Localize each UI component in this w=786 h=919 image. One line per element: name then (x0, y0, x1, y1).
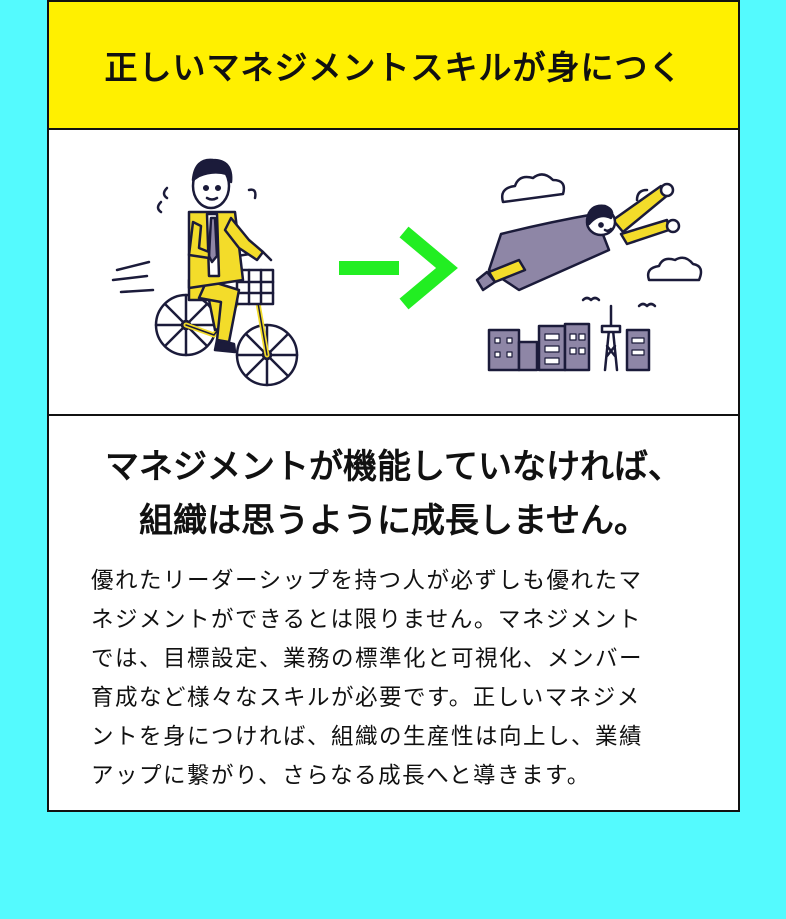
headline-line-1: マネジメントが機能していなければ、 (105, 447, 682, 487)
body-line: 優れたリーダーシップを持つ人が必ずしも優れたマ (91, 568, 643, 594)
body-paragraph: 優れたリーダーシップを持つ人が必ずしも優れたマ ネジメントができるとは限りません… (91, 562, 701, 796)
illustration-panel (49, 130, 738, 416)
body-line: では、目標設定、業務の標準化と可視化、メンバー (91, 646, 644, 672)
text-area: マネジメントが機能していなければ、 組織は思うように成長しません。 優れたリーダ… (49, 416, 738, 812)
banner-title: 正しいマネジメントスキルが身につく (104, 48, 683, 87)
cyclist-illustration (111, 158, 299, 387)
body-line: ネジメントができるとは限りません。マネジメント (91, 607, 642, 633)
body-line: 育成など様々なスキルが必要です。正しいマネジメ (91, 685, 641, 711)
headline-line-2: 組織は思うように成長しません。 (139, 501, 648, 541)
body-line: ントを身につければ、組織の生産性は向上し、業績 (91, 724, 644, 750)
headline: マネジメントが機能していなければ、 組織は思うように成長しません。 (49, 440, 738, 548)
banner: 正しいマネジメントスキルが身につく (49, 2, 738, 130)
arrow-right-icon (339, 226, 458, 310)
flying-hero-illustration (475, 173, 703, 372)
feature-card: 正しいマネジメントスキルが身につく (47, 0, 740, 812)
body-line: アップに繋がり、さらなる成長へと導きます。 (91, 763, 591, 789)
